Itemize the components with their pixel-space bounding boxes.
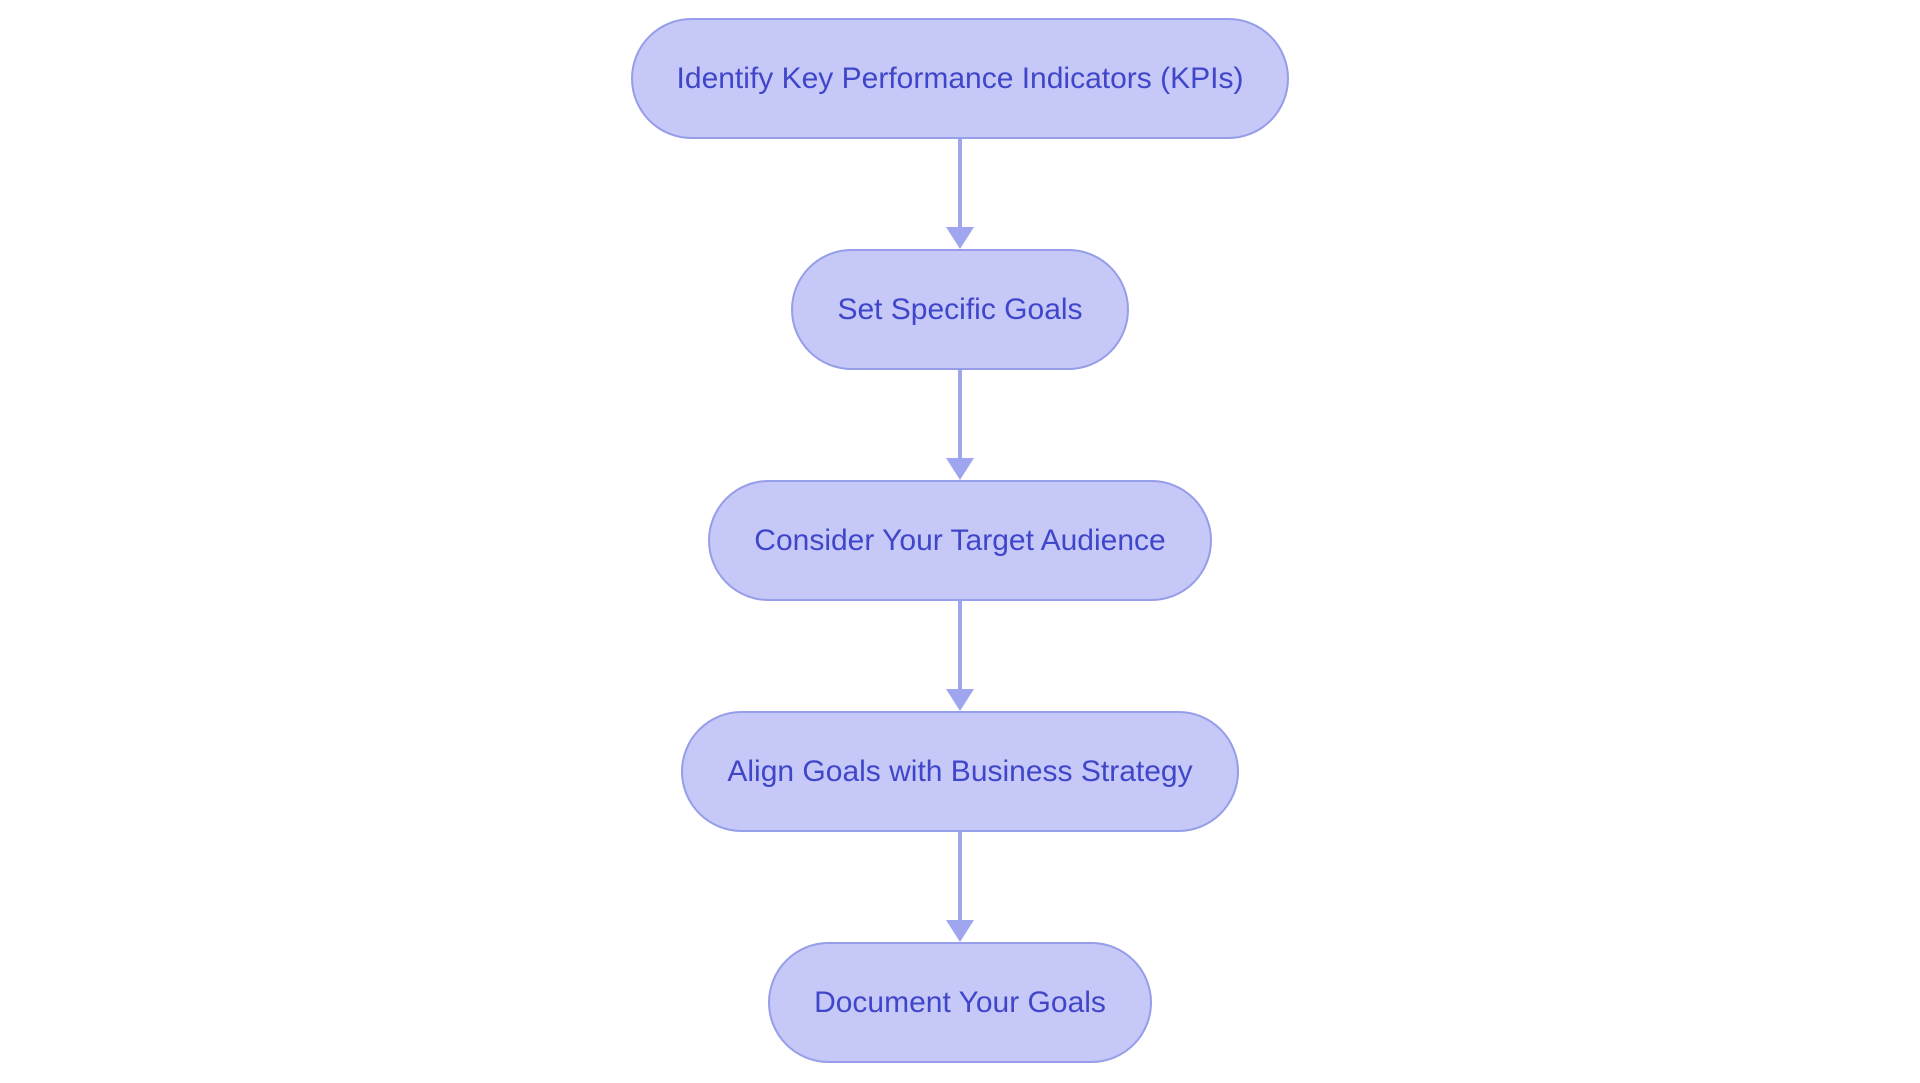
flow-node-document-goals: Document Your Goals [768, 942, 1152, 1063]
arrow-down-icon [946, 139, 974, 249]
flow-node-align-business-strategy: Align Goals with Business Strategy [681, 711, 1239, 832]
flow-node-set-specific-goals: Set Specific Goals [791, 249, 1129, 370]
flow-node-label: Identify Key Performance Indicators (KPI… [676, 61, 1244, 95]
flow-node-consider-target-audience: Consider Your Target Audience [708, 480, 1212, 601]
flow-node-label: Consider Your Target Audience [754, 523, 1166, 557]
flow-node-label: Document Your Goals [814, 985, 1106, 1019]
arrow-down-icon [946, 370, 974, 480]
flow-node-label: Set Specific Goals [837, 292, 1083, 326]
arrow-down-icon [946, 832, 974, 942]
flow-node-identify-kpis: Identify Key Performance Indicators (KPI… [630, 18, 1290, 139]
arrow-down-icon [946, 601, 974, 711]
flow-node-label: Align Goals with Business Strategy [727, 754, 1193, 788]
